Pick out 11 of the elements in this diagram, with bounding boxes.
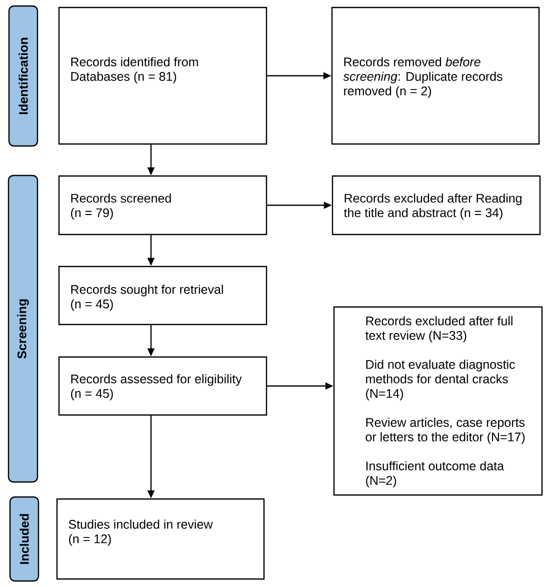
process-box: Studies included in review (n = 12) — [56, 498, 265, 580]
process-box: Records sought for retrieval (n = 45) — [58, 266, 268, 326]
phase-band: Identification — [8, 5, 38, 147]
process-box: Records identified from Databases (n = 81) — [58, 6, 268, 145]
phase-band: Screening — [8, 174, 38, 483]
side-box: Records excluded after full text review (N=33) Did not evaluate diagnostic methods for dental cracks (N=14) Review articles, case reports or letters to the editor (N=17) Insufficient outcome data (N=2) — [333, 306, 543, 496]
process-box: Records assessed for eligibility (n = 45) — [58, 356, 268, 416]
phase-band: Included — [9, 496, 40, 582]
side-box: Records removed before screening: Duplicate records removed (n = 2) — [331, 6, 540, 145]
process-box: Records screened (n = 79) — [58, 175, 268, 236]
side-box: Records excluded after Reading the title and abstract (n = 34) — [332, 175, 541, 236]
